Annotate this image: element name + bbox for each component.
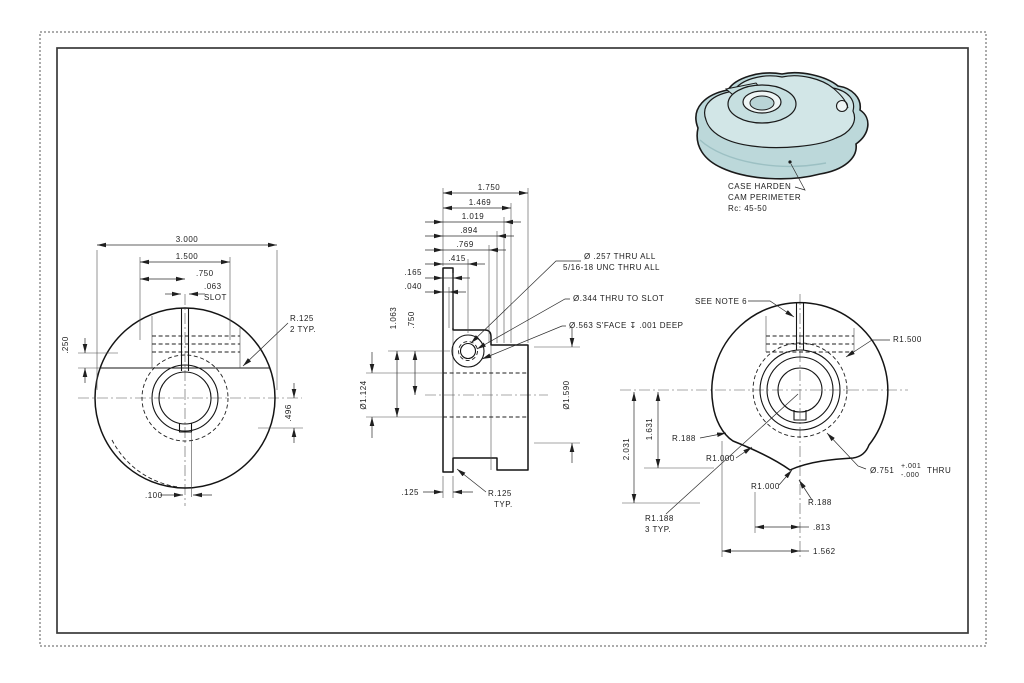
dim-side-len6: .415 bbox=[448, 254, 466, 263]
dim-side-len5: .769 bbox=[456, 240, 474, 249]
dim-side-len2: 1.469 bbox=[469, 198, 492, 207]
dim-front-step-depth: .250 bbox=[61, 336, 70, 354]
dim-side-len4: .894 bbox=[460, 226, 478, 235]
iso-wall-shade bbox=[699, 139, 827, 167]
side-view-geometry bbox=[425, 267, 548, 473]
dim-cam-bore: Ø.751 bbox=[870, 466, 894, 475]
dim-cam-v1: 1.631 bbox=[645, 418, 654, 441]
dim-cam-r-lobe-2: R1.000 bbox=[751, 482, 780, 491]
dim-cam-r-outer: R1.500 bbox=[893, 335, 922, 344]
dim-front-fillet: R.125 bbox=[290, 314, 314, 323]
dim-side-hub-dia: Ø1.590 bbox=[562, 380, 571, 409]
dim-cam-v2: 2.031 bbox=[622, 438, 631, 461]
front-view-geometry bbox=[78, 294, 302, 506]
isometric-view: CASE HARDEN CAM PERIMETER Rc: 45-50 bbox=[695, 71, 869, 213]
dim-side-len3: 1.019 bbox=[462, 212, 485, 221]
dim-cam-r-typ-qty: 3 TYP. bbox=[645, 525, 671, 534]
side-view-dimensions bbox=[366, 188, 581, 498]
iso-note-line3: Rc: 45-50 bbox=[728, 204, 767, 213]
dim-cam-h2: 1.562 bbox=[813, 547, 836, 556]
cam-view-geometry bbox=[620, 294, 908, 558]
dim-side-len7: .165 bbox=[404, 268, 422, 277]
dim-front-slot-width: .063 bbox=[204, 282, 222, 291]
dim-side-height1: 1.063 bbox=[389, 307, 398, 330]
callout-cross-hole: Ø.344 THRU TO SLOT bbox=[573, 294, 664, 303]
callout-spotface: Ø.563 S'FACE ↧ .001 DEEP bbox=[569, 321, 684, 330]
dim-cam-bore-thru: THRU bbox=[927, 466, 951, 475]
dim-front-span: 1.500 bbox=[176, 252, 199, 261]
dim-side-fillet-typ: TYP. bbox=[494, 500, 513, 509]
dim-side-height2: .750 bbox=[407, 311, 416, 329]
dim-cam-r-typ: R1.188 bbox=[645, 514, 674, 523]
iso-bore-inner bbox=[749, 95, 775, 111]
iso-note-line2: CAM PERIMETER bbox=[728, 193, 801, 202]
dim-side-plate-thk: .125 bbox=[401, 488, 419, 497]
side-view-labels: 1.750 1.469 1.019 .894 .769 .415 .165 .0… bbox=[359, 183, 684, 509]
dim-cam-r-fillet-1: R.188 bbox=[672, 434, 696, 443]
dim-cam-bore-tol-minus: -.000 bbox=[901, 472, 919, 479]
dim-front-hub: .750 bbox=[196, 269, 214, 278]
dim-side-fillet: R.125 bbox=[488, 489, 512, 498]
callout-tap-line2: 5/16-18 UNC THRU ALL bbox=[563, 263, 660, 272]
cam-view-dimensions bbox=[622, 300, 890, 557]
front-view-labels: 3.000 1.500 .750 .063 SLOT R.125 2 TYP. … bbox=[61, 235, 316, 500]
dim-front-fillet-qty: 2 TYP. bbox=[290, 325, 316, 334]
iso-note-line1: CASE HARDEN bbox=[728, 182, 791, 191]
dim-side-bore-dia: Ø1.124 bbox=[359, 380, 368, 409]
cam-view-labels: SEE NOTE 6 R1.500 R.188 R1.000 R1.000 R.… bbox=[622, 297, 951, 556]
dim-cam-r-lobe-1: R1.000 bbox=[706, 454, 735, 463]
dim-cam-r-fillet-2: R.188 bbox=[808, 498, 832, 507]
dim-side-len8: .040 bbox=[404, 282, 422, 291]
dim-front-key-offset: .100 bbox=[145, 491, 163, 500]
front-view-dimensions bbox=[78, 242, 303, 498]
iso-ear-edge bbox=[832, 87, 849, 109]
iso-note-leader bbox=[790, 163, 806, 191]
sheet-border bbox=[39, 31, 987, 647]
dim-front-overall: 3.000 bbox=[176, 235, 199, 244]
dim-cam-bore-tol-plus: +.001 bbox=[901, 463, 921, 470]
dim-front-hub-offset: .496 bbox=[284, 404, 293, 422]
cam-note: SEE NOTE 6 bbox=[695, 297, 747, 306]
dim-front-slot-word: SLOT bbox=[204, 293, 227, 302]
callout-tap-line1: Ø .257 THRU ALL bbox=[584, 252, 656, 261]
dim-side-len1: 1.750 bbox=[478, 183, 501, 192]
dim-cam-h1: .813 bbox=[813, 523, 831, 532]
iso-leader-target bbox=[788, 160, 792, 164]
